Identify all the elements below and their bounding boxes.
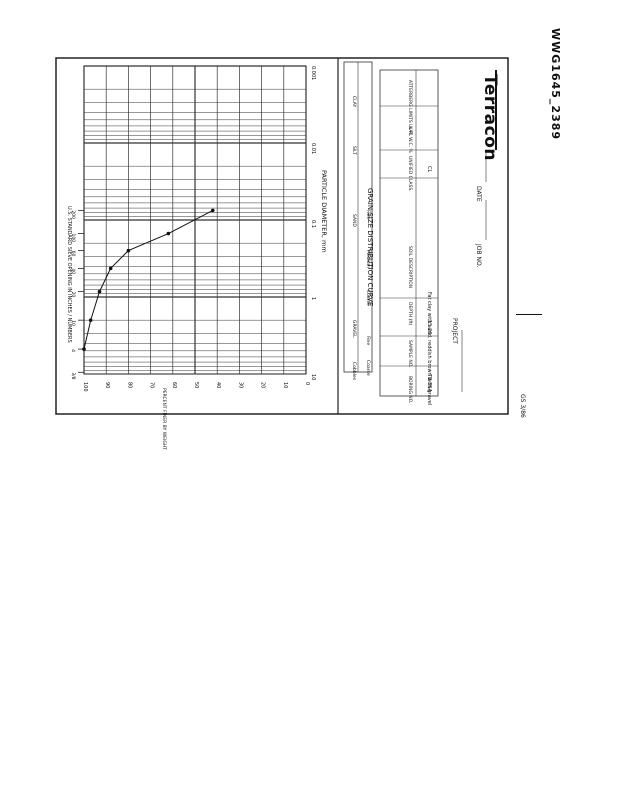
table-header-cell: DEPTH (ft)	[407, 302, 412, 326]
sieve-tick-label: 60	[70, 251, 76, 257]
soil-subclass-label: Fine	[365, 210, 370, 220]
data-point	[210, 208, 215, 213]
percent-tick-label: 0	[304, 382, 310, 385]
soil-subclass-label: Coarse	[365, 360, 370, 376]
table-cell: CL	[426, 166, 432, 173]
data-point	[82, 347, 86, 351]
soil-subclass-label: Fine	[365, 336, 370, 346]
table-header-cell: SAMPLE NO.	[407, 340, 412, 368]
company-logo: Terracon	[480, 74, 500, 161]
sieve-tick-label: 200	[70, 210, 76, 219]
table-header-cell: UNIFIED CLASS.	[407, 156, 412, 192]
soil-class-label: SAND	[351, 214, 356, 227]
percent-tick-label: 20	[260, 382, 266, 388]
project-label: PROJECT	[451, 318, 458, 344]
diameter-tick-label: 0.1	[310, 220, 316, 228]
soil-subclass-label: Coarse	[365, 290, 370, 306]
diameter-tick-label: 10	[310, 374, 316, 380]
table-header-cell: BORING NO.	[407, 376, 412, 404]
percent-tick-label: 70	[149, 382, 155, 388]
footer-code: GS 3/86	[519, 394, 526, 418]
sieve-tick-label: 20	[70, 292, 76, 298]
soil-class-label: Cobbles	[351, 362, 356, 380]
data-point	[97, 289, 102, 294]
gradation-curve	[82, 208, 215, 351]
classification-band	[343, 61, 373, 373]
sieve-tick-label: 40	[70, 268, 76, 274]
y-axis-label: PERCENT FINER BY WEIGHT	[161, 388, 166, 450]
table-header-cell: ATTERBERG LIMITS LL PL	[407, 80, 412, 136]
percent-tick-label: 100	[82, 382, 88, 392]
percent-tick-label: 80	[126, 382, 132, 388]
date-label: DATE	[475, 186, 482, 202]
soil-class-label: CLAY	[351, 96, 356, 108]
data-point	[88, 318, 93, 322]
percent-tick-label: 50	[193, 382, 199, 388]
percent-tick-label: 90	[104, 382, 110, 388]
top-axis-label: U.S. STANDARD SIEVE OPENING IN INCHES / …	[66, 206, 72, 343]
sieve-tick-label: 3/8	[70, 372, 76, 379]
data-point	[108, 266, 113, 271]
table-header-cell: SOIL DESCRIPTION	[407, 246, 412, 289]
soil-class-label: SILT	[351, 146, 356, 155]
sample-table	[379, 69, 439, 397]
chart-grid	[78, 65, 307, 375]
soil-subclass-label: Medium	[365, 250, 370, 268]
diameter-tick-label: 1	[310, 297, 316, 300]
scan-mark	[516, 314, 542, 315]
data-point	[126, 248, 131, 253]
diameter-tick-label: 0.01	[310, 143, 316, 154]
job-label: JOB NO.	[475, 244, 482, 268]
data-point	[166, 231, 171, 236]
table-box	[379, 69, 439, 397]
document-id: WWG1645_2389	[549, 28, 562, 141]
percent-tick-label: 40	[215, 382, 221, 388]
sieve-tick-label: 4	[70, 349, 76, 352]
soil-class-label: GRAVEL	[351, 320, 356, 338]
sheet-border	[55, 57, 509, 415]
x-axis-label: PARTICLE DIAMETER, mm	[320, 170, 328, 253]
sieve-tick-label: 10	[70, 320, 76, 326]
chart-title: GRAIN SIZE DISTRIBUTION CURVE	[366, 188, 374, 307]
sieve-tick-label: 100	[70, 234, 76, 243]
percent-tick-label: 60	[171, 382, 177, 388]
table-cell: Fat clay with sand, reddish brown with g…	[426, 292, 432, 406]
percent-tick-label: 10	[282, 382, 288, 388]
percent-tick-label: 30	[237, 382, 243, 388]
diameter-tick-label: 0.001	[310, 66, 316, 80]
